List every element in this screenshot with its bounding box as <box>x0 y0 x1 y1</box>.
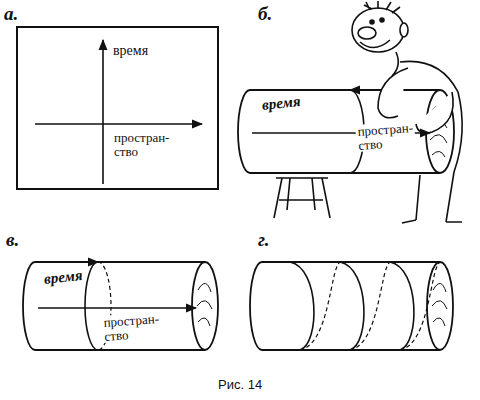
helix-back <box>300 262 340 350</box>
helix-front <box>390 262 414 350</box>
figure-caption: Рис. 14 <box>218 378 262 392</box>
panel-letter: а. <box>4 4 18 24</box>
panel-letter: б. <box>258 4 272 24</box>
helix-front <box>290 262 314 350</box>
axis-label: простран- ство <box>112 131 171 158</box>
helix-back <box>400 262 440 350</box>
helix-front <box>340 262 364 350</box>
panel-letter: г. <box>258 230 270 250</box>
axis-label: простран- ство <box>355 121 416 152</box>
axis-label: время <box>261 94 301 114</box>
panel-letter: в. <box>6 230 19 250</box>
axis-label: простран- ство <box>101 312 162 343</box>
axis-label: время <box>113 44 148 59</box>
helix-back <box>350 262 390 350</box>
axis-label: время <box>43 268 83 288</box>
